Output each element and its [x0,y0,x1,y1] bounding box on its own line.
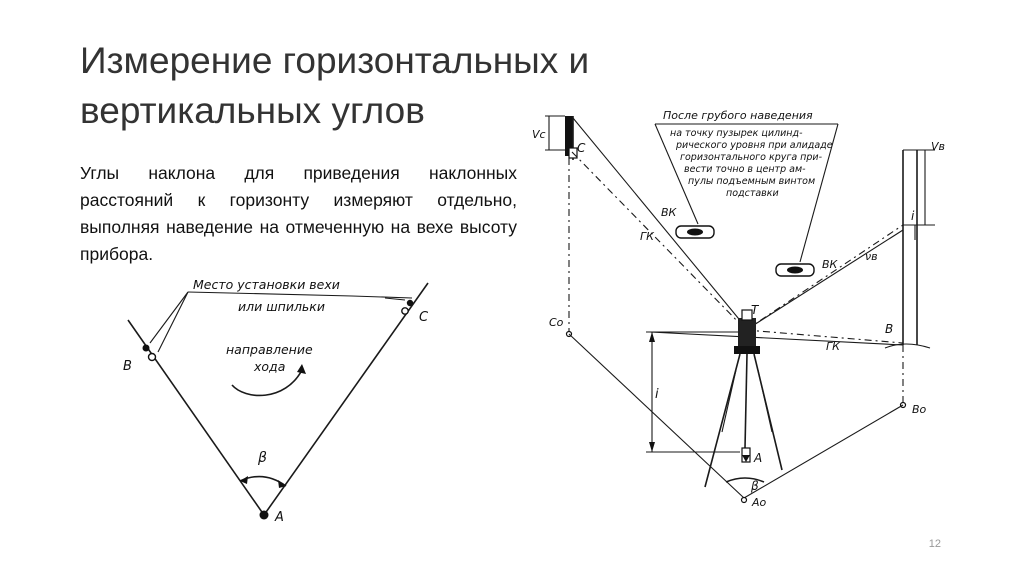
label-vk-1: ВК [661,206,678,219]
theodolite-base [734,346,760,354]
label-t: T [751,303,760,317]
label-bo: Bo [912,403,927,416]
i-arrow-bottom [649,442,655,452]
point-b-2 [147,352,157,362]
tripod-leg-left-inner [721,369,737,433]
direction-text-line-2: хода [253,359,285,374]
sight-lines [571,117,904,346]
sight-vk-b [745,224,904,331]
label-vb: Vв [931,140,945,153]
label-i-b: i [911,209,915,223]
callout: После грубого наведения на точку пузырек… [654,109,839,263]
theodolite-body [738,318,756,346]
page-number: 12 [928,538,941,550]
label-i-height: i [655,387,659,402]
line-co-ao [568,333,745,499]
point-c-1 [406,299,414,307]
horizontal-line [649,331,904,346]
label-b: B [885,322,893,336]
label-gk-2: ГК [826,340,841,353]
rod-b [884,149,935,409]
line-a-to-c [263,282,429,516]
sight-upper-c [572,117,749,331]
tripod-leg-right-inner [757,369,773,433]
callout-line-1: После грубого наведения [663,109,813,122]
label-a: А [274,510,284,525]
sight-gk-b [745,329,904,344]
left-traverse-lines [127,282,429,516]
note-underline [187,291,413,299]
point-b-1 [142,344,150,352]
beta-arc-right [725,477,765,483]
label-vc: Vc [532,128,546,141]
callout-line-4: горизонтального круга при- [680,152,823,163]
label-nu-b: νв [865,250,878,263]
ground-lines [568,333,904,504]
title-line-1: Измерение горизонтальных и [80,40,590,81]
ground-b [884,343,931,349]
sight-vk-c [571,151,747,331]
point-a [259,510,269,520]
pointer-to-c [384,297,406,301]
point-c-2 [401,307,409,315]
callout-line-3: рического уровня при алидаде [675,140,833,151]
callout-line-7: подставки [726,188,779,199]
callout-line-5: вести точно в центр ам- [684,164,806,175]
slide-title: Измерение горизонтальных и вертикальных … [80,36,700,136]
label-gk-1: ГК [640,230,655,243]
i-arrow-top [649,332,655,342]
body-paragraph: Углы наклона для приведения наклонных ра… [80,163,517,264]
callout-pointer-1 [654,123,699,225]
label-ao: Ao [751,496,767,509]
vial-1-bubble [687,228,703,236]
level-vial-1 [675,225,715,239]
line-a-to-b [127,319,265,516]
rod-c [545,115,578,338]
direction-arrow [231,369,303,397]
direction-arrowhead [297,364,306,374]
theodolite [704,309,783,488]
label-beta-right: β [750,479,759,493]
plumb-arrow [742,455,750,462]
label-a: A [753,451,762,465]
label-c: C [577,141,586,155]
label-vk-2: ВК [822,258,839,271]
pointer-to-b [149,291,189,344]
note-text-line-2: или шпильки [238,299,325,314]
line-bo-ao [743,404,904,499]
vial-2-bubble [787,266,803,274]
direction-text-line-1: направление [226,342,313,357]
callout-line-2: на точку пузырек цилинд- [670,128,803,139]
label-co: Co [549,316,564,329]
label-beta: β [257,450,267,466]
beta-arrow-left [240,476,248,484]
callout-pointer-2 [799,123,839,263]
label-c: С [419,310,429,325]
tripod-leg-center [744,353,748,449]
level-vial-2 [775,263,815,277]
beta-arrow-right [278,480,286,488]
note-text-line-1: Место установки вехи [193,277,340,292]
pointer-to-b-2 [157,291,189,353]
rod-c-top [565,116,573,156]
sight-b-line [745,229,904,331]
callout-line-6: пулы подъемным винтом [688,176,815,187]
theodolite-telescope [741,309,753,321]
title-line-2: вертикальных углов [80,90,425,131]
label-b: В [123,359,132,374]
point-ao [740,496,748,504]
height-dimension [646,331,740,453]
